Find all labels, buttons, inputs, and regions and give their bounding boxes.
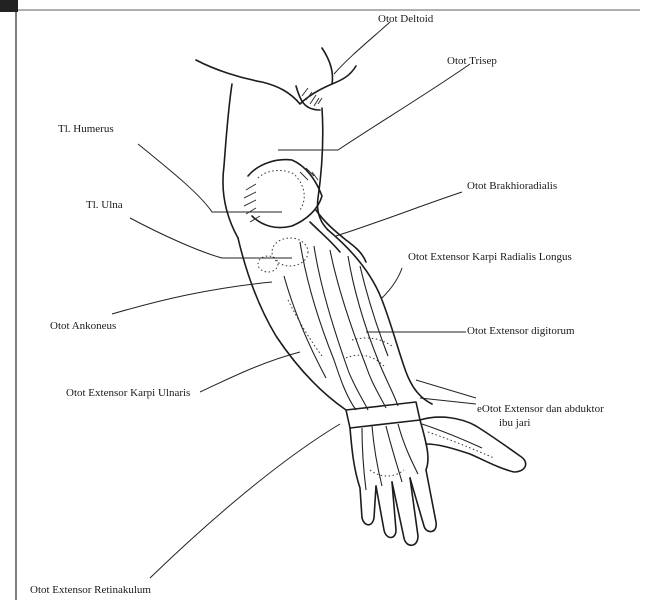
label-deltoid: Otot Deltoid	[378, 14, 433, 25]
label-abduktor: eOtot Extensor dan abduktor	[477, 404, 604, 415]
corner-mark	[0, 0, 18, 12]
label-retinakulum: Otot Extensor Retinakulum	[30, 585, 151, 596]
label-brakhioradialis: Otot Brakhioradialis	[467, 181, 557, 192]
label-ecu: Otot Extensor Karpi Ulnaris	[66, 388, 190, 399]
label-ankoneus: Otot Ankoneus	[50, 321, 116, 332]
label-digitorum: Otot Extensor digitorum	[467, 326, 575, 337]
label-trisep: Otot Trisep	[447, 56, 497, 67]
label-ibu-jari: ibu jari	[499, 418, 530, 429]
label-ecrl: Otot Extensor Karpi Radialis Longus	[408, 252, 572, 263]
label-ulna: Tl. Ulna	[86, 200, 123, 211]
label-humerus: Tl. Humerus	[58, 124, 114, 135]
